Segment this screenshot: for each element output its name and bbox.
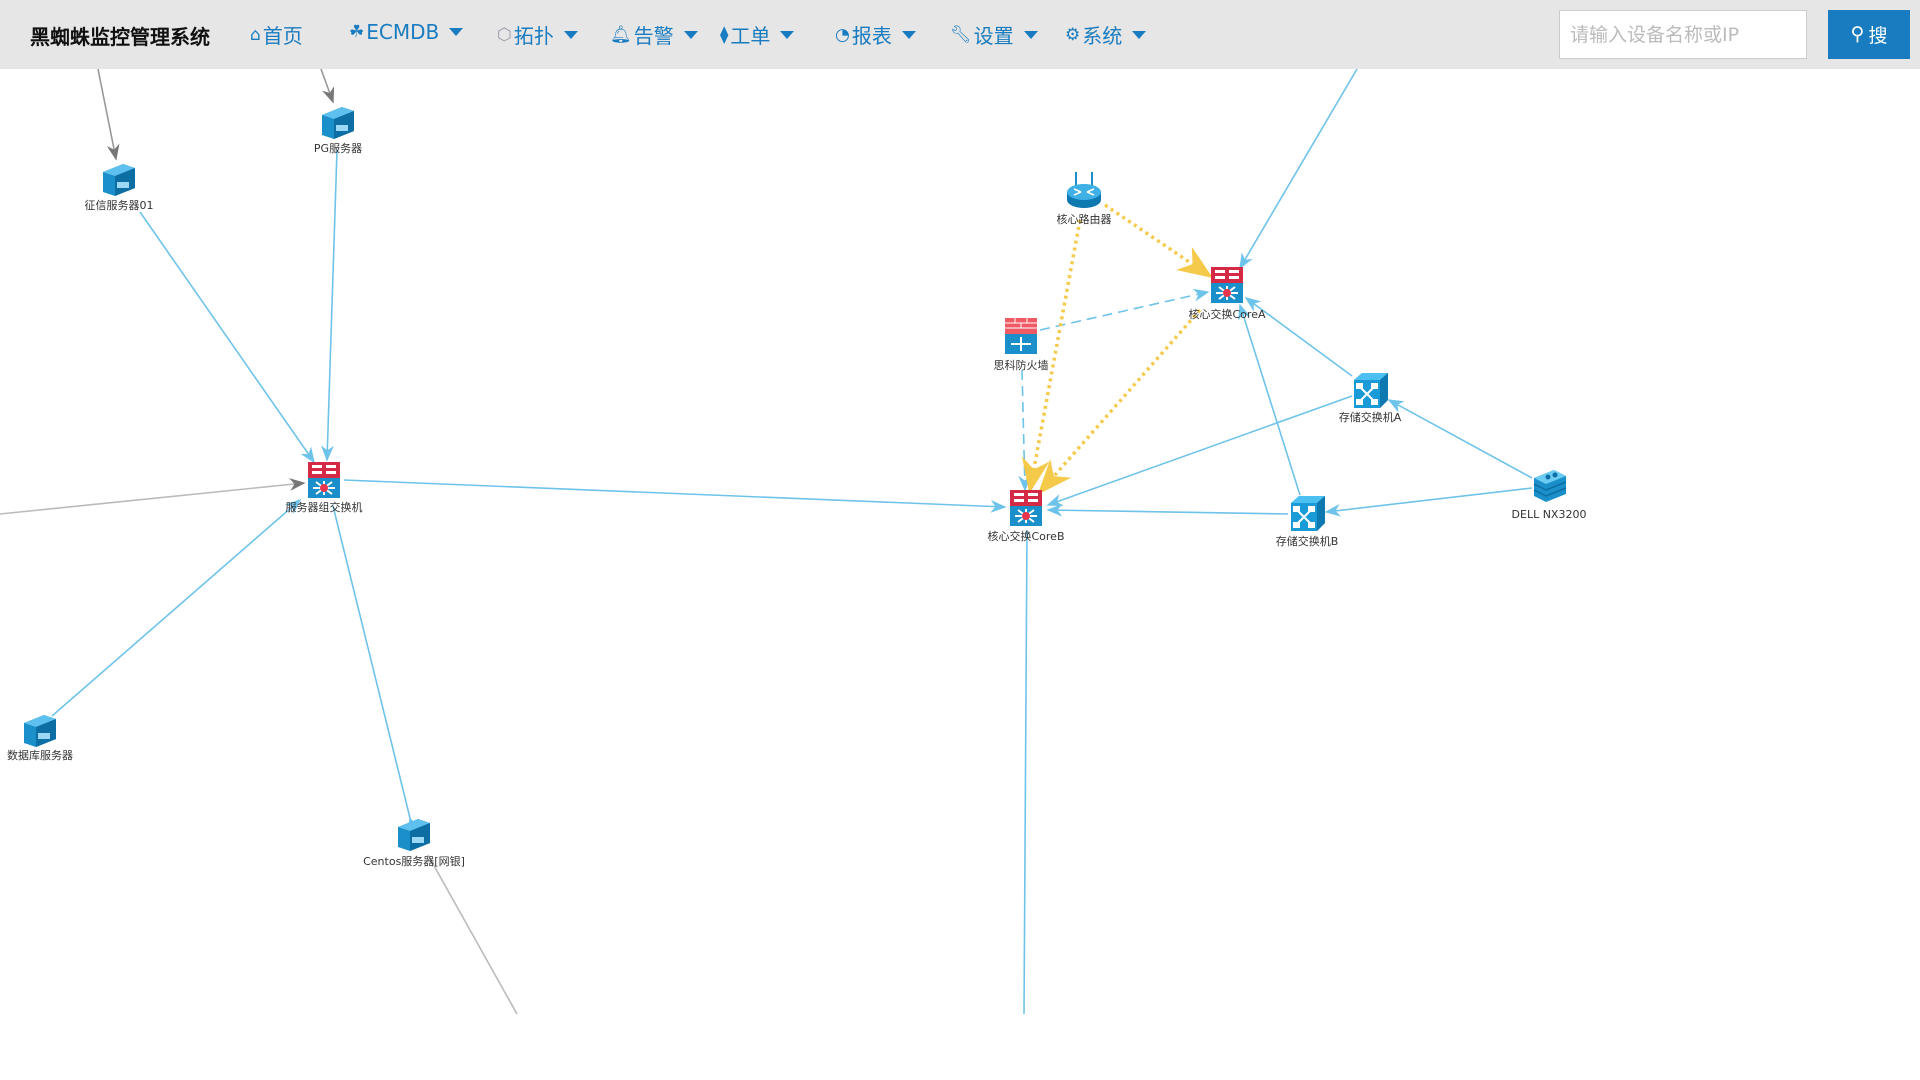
nav-label: 系统: [1082, 24, 1123, 48]
node-centos-server[interactable]: Centos服务器[网银]: [363, 819, 465, 868]
nav-tickets[interactable]: ⧫工单: [720, 20, 795, 49]
core-switch-icon: [307, 461, 341, 499]
search-button[interactable]: ⚲搜: [1828, 10, 1910, 59]
link: [343, 479, 1007, 513]
storage-icon: [1533, 469, 1567, 503]
link: [427, 854, 518, 1015]
nav-settings[interactable]: 🔧︎设置: [950, 20, 1038, 49]
caret-down-icon: [449, 28, 464, 36]
node-credit-server[interactable]: 征信服务器01: [85, 164, 154, 212]
switch-icon: [1353, 372, 1389, 409]
gears-icon: ⚙: [1065, 24, 1081, 45]
caret-down-icon: [901, 30, 916, 39]
device-search-input[interactable]: [1559, 10, 1807, 59]
dashboard-icon: ◔: [835, 24, 850, 45]
node-db-server[interactable]: 数据库服务器: [7, 715, 73, 762]
link-dotted: [1037, 308, 1202, 495]
search-icon: ⚲: [1850, 24, 1865, 45]
links: [0, 68, 1533, 1015]
nav-label: 告警: [633, 24, 674, 48]
node-dell-nx3200[interactable]: DELL NX3200: [1512, 469, 1587, 521]
link: [1387, 399, 1533, 479]
node-label: 服务器组交换机: [286, 500, 363, 514]
wrench-icon: 🔧︎: [950, 24, 972, 45]
node-label: Centos服务器[网银]: [363, 854, 465, 868]
link: [320, 68, 335, 104]
core-switch-icon: [1210, 266, 1244, 304]
cubes-icon: ☘: [349, 22, 365, 42]
link-dashed: [1018, 369, 1032, 492]
server-icon: [398, 819, 430, 851]
node-label: 征信服务器01: [85, 199, 154, 212]
node-label: 存储交换机A: [1339, 410, 1402, 424]
node-label: PG服务器: [314, 142, 362, 155]
link: [332, 505, 420, 834]
node-server-group-switch[interactable]: 服务器组交换机: [286, 461, 363, 514]
node-label: 核心交换CoreA: [1189, 307, 1266, 321]
nav-ecmdb[interactable]: ☘ECMDB: [349, 20, 464, 44]
node-cisco-firewall[interactable]: 思科防火墙: [994, 317, 1049, 372]
node-storage-switch-b[interactable]: 存储交换机B: [1276, 495, 1339, 548]
router-icon: [1066, 171, 1102, 209]
ticket-icon: ⧫: [720, 24, 729, 45]
link: [321, 149, 338, 462]
server-icon: [103, 164, 135, 196]
server-icon: [322, 107, 354, 139]
caret-down-icon: [563, 30, 578, 39]
link-dotted: [1021, 219, 1082, 494]
nav-label: 首页: [262, 24, 303, 48]
link-dashed: [1039, 288, 1210, 331]
node-pg-server[interactable]: PG服务器: [314, 107, 362, 155]
nav-topology[interactable]: ⬡拓扑: [497, 20, 578, 49]
link: [0, 478, 306, 515]
bell-icon: 🔔︎: [610, 24, 632, 45]
nav-label: 拓扑: [513, 24, 554, 48]
node-label: DELL NX3200: [1512, 508, 1587, 521]
node-core-b[interactable]: 核心交换CoreB: [987, 489, 1065, 543]
node-label: 核心交换CoreB: [987, 529, 1064, 543]
caret-down-icon: [780, 30, 795, 39]
nav-label: ECMDB: [366, 20, 440, 44]
nav-home[interactable]: ⌂首页: [250, 20, 303, 49]
server-icon: [24, 715, 56, 747]
node-label: 存储交换机B: [1276, 534, 1339, 548]
link: [1324, 487, 1533, 517]
link: [1023, 529, 1028, 1015]
node-label: 思科防火墙: [994, 358, 1049, 372]
home-icon: ⌂: [250, 24, 261, 45]
firewall-icon: [1004, 317, 1038, 355]
core-switch-icon: [1009, 489, 1043, 527]
nav-label: 设置: [973, 24, 1014, 48]
node-core-router[interactable]: 核心路由器: [1057, 171, 1112, 226]
link-dotted: [1104, 203, 1213, 278]
link: [1046, 395, 1353, 507]
navbar: 黑蜘蛛监控管理系统 ⌂首页 ☘ECMDB ⬡拓扑 🔔︎告警 ⧫工单 ◔报表 🔧︎…: [0, 0, 1920, 69]
nav-label: 报表: [851, 24, 892, 48]
node-label: 数据库服务器: [7, 748, 73, 762]
link: [97, 68, 120, 161]
nav-label: 工单: [730, 24, 771, 48]
link: [1244, 297, 1353, 377]
link: [1239, 68, 1358, 270]
search-button-label: 搜: [1868, 26, 1888, 47]
link: [139, 211, 315, 464]
nav-alerts[interactable]: 🔔︎告警: [610, 20, 698, 49]
link: [51, 498, 302, 717]
node-storage-switch-a[interactable]: 存储交换机A: [1339, 372, 1402, 424]
nav-system[interactable]: ⚙系统: [1065, 20, 1147, 49]
link: [1046, 503, 1289, 517]
brand-title: 黑蜘蛛监控管理系统: [30, 25, 210, 49]
node-label: 核心路由器: [1057, 212, 1112, 226]
caret-down-icon: [1023, 30, 1038, 39]
caret-down-icon: [1132, 30, 1147, 39]
nav-reports[interactable]: ◔报表: [835, 20, 916, 49]
switch-icon: [1290, 495, 1326, 532]
node-core-a[interactable]: 核心交换CoreA: [1189, 266, 1266, 321]
link: [1238, 303, 1301, 496]
caret-down-icon: [683, 30, 698, 39]
topology-icon: ⬡: [497, 24, 512, 45]
